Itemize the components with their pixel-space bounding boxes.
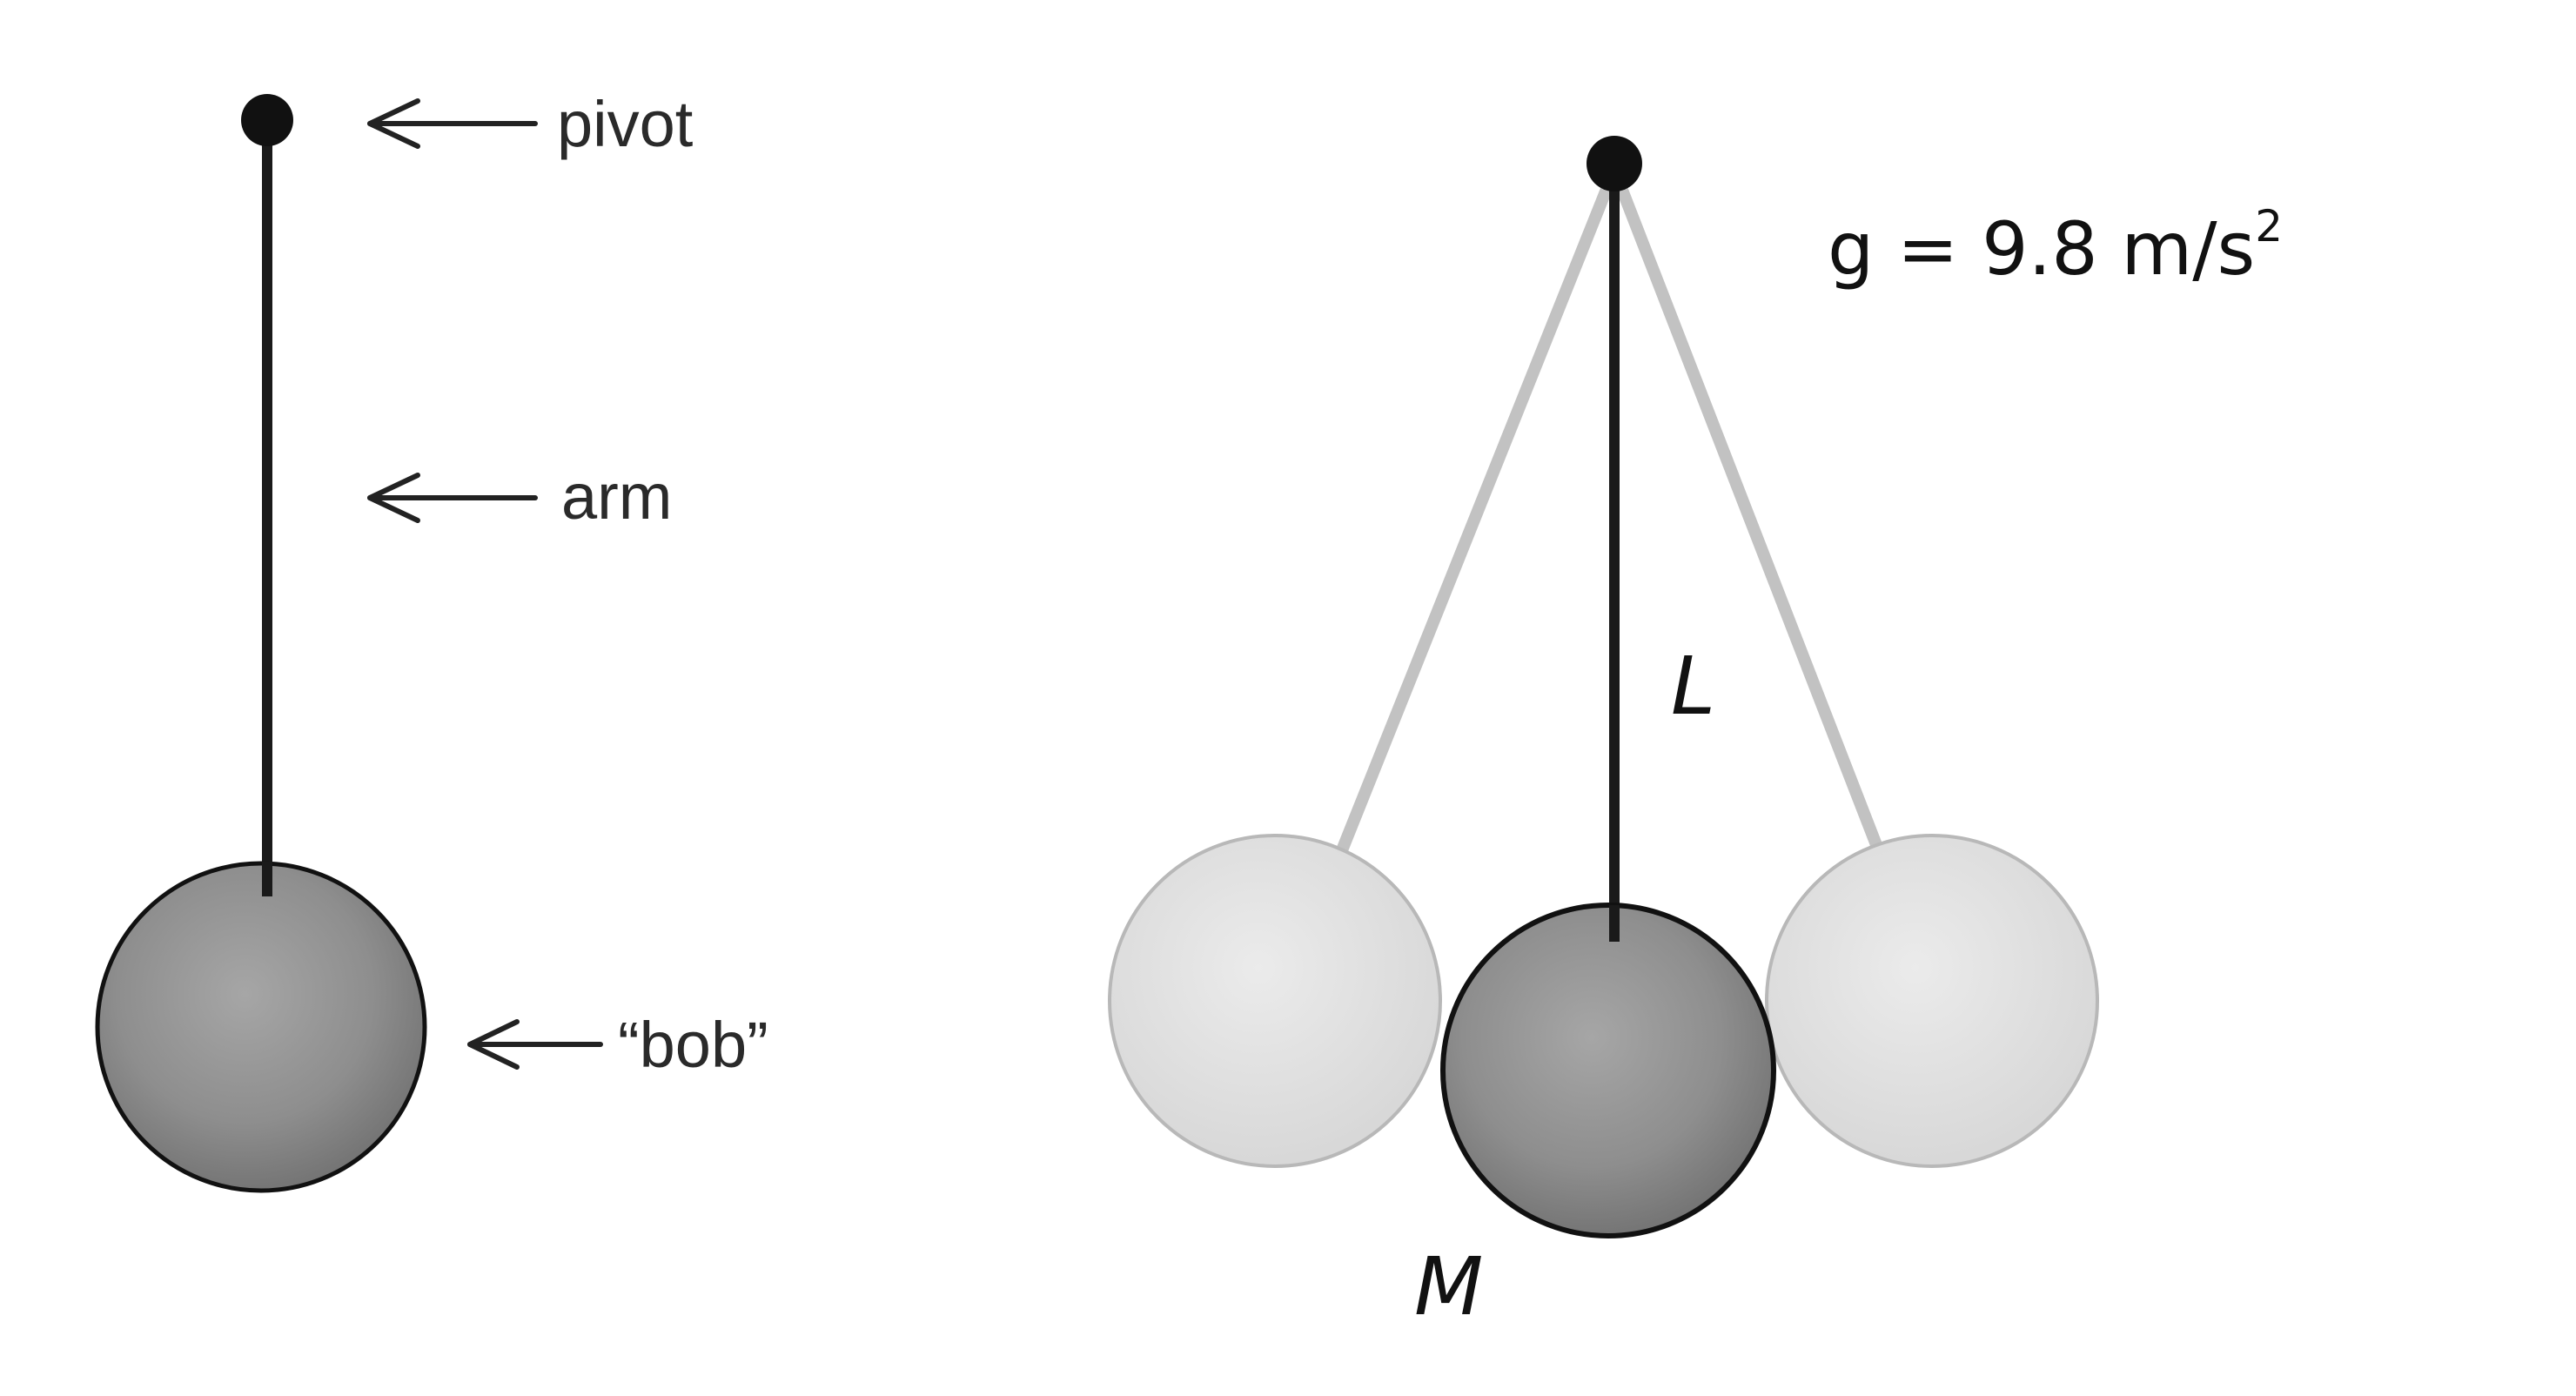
bob-label: “bob”	[618, 1009, 768, 1081]
pendulum-bob	[95, 861, 427, 1193]
gravity-formula: g = 9.8 m/s2	[1828, 201, 2283, 292]
pivot-label: pivot	[557, 88, 694, 160]
bob-annotation: “bob”	[467, 1009, 768, 1081]
pivot-point-icon	[1587, 136, 1642, 191]
arm-annotation: arm	[367, 460, 672, 533]
main-bob	[1440, 903, 1776, 1238]
arrow-left-icon	[367, 98, 538, 149]
pivot-point-icon	[241, 94, 293, 146]
ghost-bob-right	[1765, 834, 2099, 1168]
arm-label: arm	[561, 460, 672, 533]
labeled-pendulum: pivot arm “bob”	[95, 88, 768, 1193]
ghost-arm-right	[1608, 164, 1896, 887]
gravity-value: g = 9.8 m/s	[1828, 206, 2255, 292]
gravity-exponent: 2	[2255, 201, 2283, 252]
arrow-left-icon	[367, 473, 538, 523]
pivot-annotation: pivot	[367, 88, 694, 160]
ghost-bob-left	[1108, 834, 1442, 1168]
arrow-left-icon	[467, 1019, 603, 1070]
swinging-pendulum: L M g = 9.8 m/s2	[1108, 136, 2283, 1333]
mass-label: M	[1414, 1240, 1483, 1333]
ghost-arm-left	[1324, 164, 1620, 887]
length-label: L	[1671, 640, 1715, 733]
